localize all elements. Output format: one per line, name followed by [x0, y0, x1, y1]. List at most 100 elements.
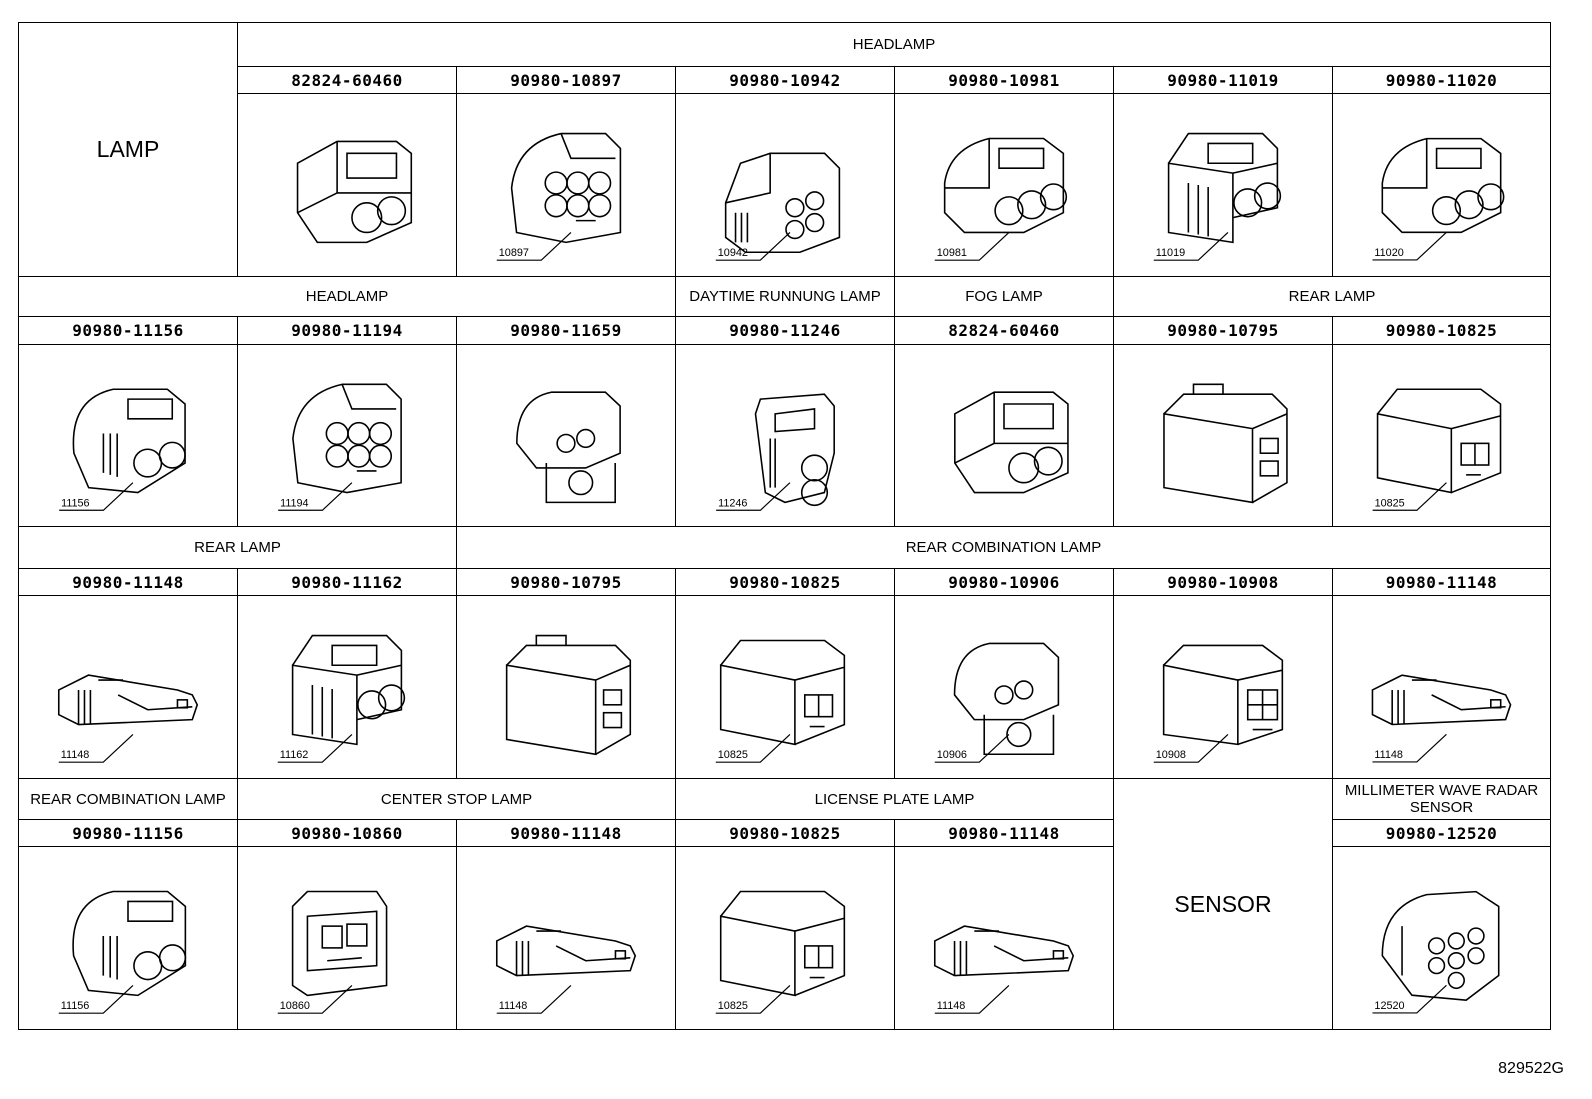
- connector-outline: [57, 674, 199, 726]
- callout-label: 10825: [718, 749, 748, 761]
- connector-outline: [1371, 674, 1512, 726]
- connector-illustration: 10981: [934, 137, 1068, 261]
- part-number: 90980-11246: [675, 316, 895, 345]
- callout-leader-line: [715, 232, 791, 261]
- connector-outline: [1162, 644, 1284, 746]
- connector-outline: [516, 391, 621, 504]
- connector-outline: [1167, 132, 1282, 244]
- connector-illustration: 11194: [278, 383, 402, 511]
- callout-label: 11194: [280, 497, 308, 509]
- callout-label: 11148: [937, 1000, 966, 1012]
- group-header-center-stop-lamp: CENTER STOP LAMP: [237, 778, 676, 820]
- connector-drawing: 12520: [1332, 846, 1551, 1030]
- connector-drawing: 11148: [1332, 595, 1551, 779]
- connector-drawing: 11194: [237, 344, 457, 527]
- connector-illustration: [516, 391, 621, 504]
- connector-drawing: 10981: [894, 93, 1114, 277]
- callout-leader-line: [1153, 232, 1229, 261]
- connector-illustration: [954, 391, 1069, 494]
- connector-outline: [1381, 137, 1505, 234]
- part-number: 90980-11659: [456, 316, 676, 345]
- callout-label: 10906: [937, 749, 967, 761]
- callout-label: 11156: [61, 1000, 90, 1012]
- callout-leader-line: [1372, 733, 1447, 763]
- connector-illustration: [296, 140, 413, 244]
- part-number: 90980-11194: [237, 316, 457, 345]
- connector-drawing: 11020: [1332, 93, 1551, 277]
- connector-outline: [1376, 388, 1502, 494]
- connector-illustration: 10825: [1372, 388, 1502, 511]
- callout-leader-line: [934, 985, 1010, 1014]
- lamp-category-label: LAMP: [18, 22, 238, 277]
- connector-outline: [495, 925, 637, 977]
- connector-drawing: 10825: [675, 846, 895, 1030]
- connector-drawing: 11019: [1113, 93, 1333, 277]
- callout-leader-line: [58, 985, 134, 1014]
- part-number: 90980-11156: [18, 316, 238, 345]
- callout-leader-line: [715, 734, 791, 763]
- callout-leader-line: [496, 985, 572, 1014]
- connector-illustration: 10906: [934, 642, 1060, 763]
- connector-outline: [72, 388, 186, 494]
- connector-illustration: 11148: [1371, 674, 1512, 763]
- connector-drawing: 11148: [894, 846, 1114, 1030]
- diagram-id: 829522G: [1498, 1060, 1564, 1077]
- callout-label: 10825: [718, 1000, 748, 1012]
- connector-outline: [719, 890, 846, 997]
- part-number: 90980-10825: [675, 819, 895, 847]
- connector-illustration: [505, 634, 632, 756]
- group-header-fog-lamp: FOG LAMP: [894, 276, 1114, 317]
- connector-illustration: 11019: [1153, 132, 1282, 261]
- part-number: 90980-10825: [1332, 316, 1551, 345]
- part-number: 90980-10795: [456, 568, 676, 596]
- callout-leader-line: [1153, 734, 1229, 763]
- callout-leader-line: [496, 232, 572, 261]
- connector-illustration: 11148: [57, 674, 199, 763]
- group-header-daytime-runnung-lamp: DAYTIME RUNNUNG LAMP: [675, 276, 895, 317]
- callout-leader-line: [59, 482, 134, 511]
- connector-illustration: 10860: [277, 890, 388, 1014]
- connector-drawing: 10825: [675, 595, 895, 779]
- connector-illustration: 10897: [496, 132, 622, 261]
- connector-drawing: [237, 93, 457, 277]
- part-number: 90980-10897: [456, 66, 676, 94]
- callout-label: 11148: [61, 749, 90, 761]
- connector-outline: [72, 890, 187, 997]
- connector-illustration: 11148: [933, 925, 1075, 1014]
- callout-label: 11148: [1374, 749, 1403, 761]
- part-number: 90980-11162: [237, 568, 457, 596]
- connector-drawing: 10860: [237, 846, 457, 1030]
- callout-leader-line: [715, 985, 791, 1014]
- group-header-rear-lamp: REAR LAMP: [18, 526, 457, 569]
- callout-leader-line: [934, 734, 1010, 763]
- callout-label: 10825: [1375, 497, 1405, 509]
- group-header-millimeter-wave-radar-sensor: MILLIMETER WAVE RADAR SENSOR: [1332, 778, 1551, 820]
- connector-outline: [291, 634, 406, 746]
- callout-leader-line: [1372, 984, 1447, 1014]
- connector-outline: [1381, 890, 1500, 1001]
- connector-outline: [510, 132, 622, 244]
- connector-outline: [505, 634, 632, 756]
- callout-label: 11156: [61, 497, 89, 509]
- part-number: 90980-10825: [675, 568, 895, 596]
- group-header-rear-combination-lamp: REAR COMBINATION LAMP: [456, 526, 1551, 569]
- connector-drawing: 10942: [675, 93, 895, 277]
- part-number: 90980-12520: [1332, 819, 1551, 847]
- part-number: 90980-11019: [1113, 66, 1333, 94]
- connector-drawing: 10825: [1332, 344, 1551, 527]
- part-number: 90980-10942: [675, 66, 895, 94]
- group-header-headlamp: HEADLAMP: [18, 276, 676, 317]
- callout-leader-line: [1372, 231, 1447, 261]
- callout-label: 10860: [280, 1000, 310, 1012]
- connector-drawing: 11148: [456, 846, 676, 1030]
- sensor-category-label: SENSOR: [1113, 778, 1333, 1030]
- connector-drawing: 11156: [18, 344, 238, 527]
- callout-label: 11246: [718, 497, 747, 509]
- part-number: 82824-60460: [237, 66, 457, 94]
- group-header-rear-lamp: REAR LAMP: [1113, 276, 1551, 317]
- part-number: 90980-10860: [237, 819, 457, 847]
- callout-label: 10942: [718, 247, 748, 259]
- connector-outline: [933, 925, 1075, 977]
- connector-illustration: 11156: [59, 388, 186, 511]
